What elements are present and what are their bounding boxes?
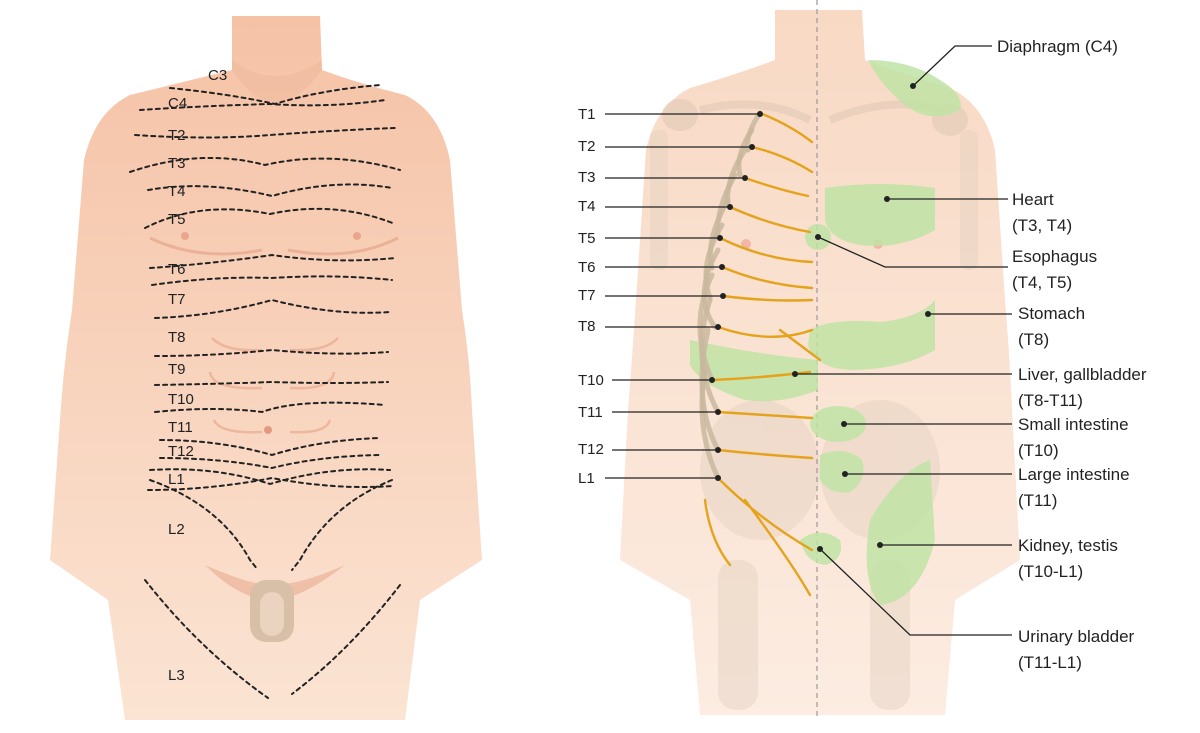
stomach-segments: (T8) xyxy=(1018,330,1049,349)
diaphragm-label: Diaphragm (C4) xyxy=(997,37,1118,56)
abs-upper xyxy=(211,337,339,352)
ribs xyxy=(697,110,763,481)
navel xyxy=(264,426,272,434)
abs-middle xyxy=(208,371,336,390)
left-nipple xyxy=(741,239,751,249)
kidney-area xyxy=(866,460,935,605)
viscera-figure: T1 T2 T3 T4 T5 T6 T7 T8 T10 T11 T12 L1 xyxy=(578,0,1147,720)
dermatome-label: T6 xyxy=(168,261,186,278)
left-nipple xyxy=(181,232,189,240)
kidney-label: Kidney, testis xyxy=(1018,536,1118,555)
nerve-label: T5 xyxy=(578,230,596,247)
dermatome-label: C3 xyxy=(208,67,227,84)
nerve-label: L1 xyxy=(578,470,595,487)
dermatome-label: T2 xyxy=(168,127,186,144)
dermatome-label: T4 xyxy=(168,183,186,200)
liver-label: Liver, gallbladder xyxy=(1018,365,1147,384)
nerve-label: T10 xyxy=(578,372,604,389)
genital-inner xyxy=(260,592,284,636)
nerve-label: T12 xyxy=(578,441,604,458)
large-intestine-area xyxy=(820,451,864,493)
nerve-label: T8 xyxy=(578,318,596,335)
dermatome-label: T9 xyxy=(168,361,186,378)
front-torso-figure: C3 C4 T2 T3 T4 T5 T6 T7 T8 T9 T10 T11 T1… xyxy=(50,16,482,720)
dermatome-label: T12 xyxy=(168,443,194,460)
right-nipple xyxy=(353,232,361,240)
bladder-segments: (T11-L1) xyxy=(1018,653,1082,672)
dermatome-label: T3 xyxy=(168,155,186,172)
stomach-area xyxy=(808,300,935,370)
torso-silhouette xyxy=(50,16,482,720)
dermatome-label: L1 xyxy=(168,471,185,488)
large-intestine-segments: (T11) xyxy=(1018,491,1057,510)
liver-area xyxy=(690,340,818,402)
dermatome-label: C4 xyxy=(168,95,187,112)
stomach-label: Stomach xyxy=(1018,304,1085,323)
nerve-label: T1 xyxy=(578,106,596,123)
kidney-segments: (T10-L1) xyxy=(1018,562,1083,581)
large-intestine-label: Large intestine xyxy=(1018,465,1130,484)
dermatome-label: T10 xyxy=(168,391,194,408)
heart-segments: (T3, T4) xyxy=(1012,216,1072,235)
small-intestine-segments: (T10) xyxy=(1018,441,1059,460)
esophagus-segments: (T4, T5) xyxy=(1012,273,1072,292)
small-intestine-area xyxy=(810,406,866,442)
bladder-label: Urinary bladder xyxy=(1018,627,1135,646)
dermatome-label: T8 xyxy=(168,329,186,346)
dermatome-boundaries xyxy=(129,84,401,699)
liver-segments: (T8-T11) xyxy=(1018,391,1083,410)
nerve-paths xyxy=(703,111,822,597)
left-pec xyxy=(149,236,263,256)
dermatome-label: T5 xyxy=(168,211,186,228)
heart-label: Heart xyxy=(1012,190,1054,209)
esophagus-label: Esophagus xyxy=(1012,247,1097,266)
nerve-label: T6 xyxy=(578,259,596,276)
groin-shadow xyxy=(205,565,345,600)
dermatome-label: T7 xyxy=(168,291,186,308)
nerve-label: T11 xyxy=(578,404,603,421)
organ-areas xyxy=(690,60,961,605)
nerve-label: T4 xyxy=(578,198,596,215)
dermatome-label: L2 xyxy=(168,521,185,538)
nerve-label: T3 xyxy=(578,169,596,186)
dermatome-label: L3 xyxy=(168,667,185,684)
dermatome-label: T11 xyxy=(168,419,193,436)
abs-lower xyxy=(212,419,332,434)
neck-shadow xyxy=(232,60,322,104)
nerve-label: T7 xyxy=(578,287,596,304)
right-pec xyxy=(287,236,399,256)
heart-area xyxy=(825,184,935,246)
small-intestine-label: Small intestine xyxy=(1018,415,1129,434)
organ-label-group: Diaphragm (C4) Heart (T3, T4) Esophagus … xyxy=(792,37,1147,672)
nerve-label: T2 xyxy=(578,138,596,155)
nerve-label-group: T1 T2 T3 T4 T5 T6 T7 T8 T10 T11 T12 L1 xyxy=(578,106,763,487)
